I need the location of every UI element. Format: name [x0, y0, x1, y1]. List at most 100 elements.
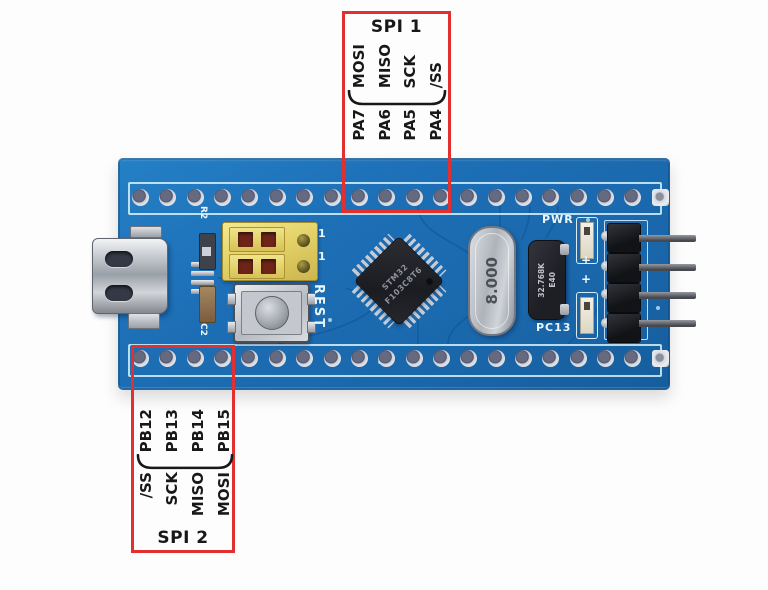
pin-hole: [569, 189, 587, 206]
spi1-annotation-box: [342, 11, 451, 213]
pin-label: PA4: [426, 109, 445, 141]
pin-hole: [323, 189, 341, 206]
pin-label: PA5: [401, 109, 420, 141]
reset-button: [227, 283, 316, 343]
boot-jumper-block: [222, 222, 318, 281]
pin-label: PB15: [215, 408, 233, 452]
signal-label: MISO: [375, 43, 394, 88]
signal-label: /SS: [137, 472, 155, 499]
pc13-silkscreen-label: PC13: [536, 321, 572, 334]
usb-mount-tab: [128, 313, 160, 329]
spi2-pin-labels: PB12 PB13 PB14 PB15: [136, 406, 234, 452]
pin-label: PA7: [350, 109, 368, 141]
signal-label: MOSI: [215, 472, 233, 517]
top-pin-row: [132, 189, 669, 206]
spi1-signal-labels: MOSI MISO SCK /SS: [349, 36, 446, 88]
pin-hole: [624, 350, 642, 367]
boot1-pin1-label: 1: [318, 250, 326, 263]
pin-hole: [159, 189, 177, 206]
pin-hole: [597, 350, 615, 367]
pin-hole: [569, 350, 587, 367]
pin-hole: [186, 189, 204, 206]
pin-hole: [323, 350, 341, 367]
pin-hole: [624, 189, 642, 206]
pin-hole: [378, 189, 396, 206]
usb-shell-hole: [105, 285, 133, 301]
pin-label: PB14: [189, 408, 207, 452]
signal-label: MOSI: [350, 43, 368, 88]
pin-hole: [214, 189, 232, 206]
crystal-marking: 8.000: [483, 257, 501, 305]
c2-silkscreen-label: C2: [198, 323, 208, 336]
pin-hole: [542, 350, 560, 367]
pc13-led: [576, 292, 598, 339]
pin-hole: [350, 350, 368, 367]
pin-hole: [432, 350, 450, 367]
polarity-plus-mark: +: [581, 253, 592, 267]
pin-hole: [214, 350, 232, 367]
pwr-led: [576, 217, 598, 264]
pin-hole: [268, 350, 286, 367]
main-crystal-8mhz: 8.000: [468, 226, 516, 336]
pin-hole: [597, 189, 615, 206]
signal-label: SCK: [163, 472, 181, 506]
smd-capacitor: [199, 286, 216, 323]
pin-hole: [132, 189, 149, 206]
jumper-post: [297, 234, 310, 247]
spi1-brace: [347, 90, 447, 106]
spi2-signal-labels: /SS SCK MISO MOSI: [136, 472, 234, 530]
pin-hole: [460, 350, 478, 367]
pin-hole: [542, 189, 560, 206]
pin-hole: [515, 189, 533, 206]
pin-hole: [651, 189, 669, 206]
signal-label: SCK: [401, 54, 420, 88]
jumper-post: [297, 260, 310, 273]
header-pin-housing: [608, 224, 640, 252]
rtc-crystal-32768: 32.768K E40: [528, 240, 569, 320]
usb-pin: [191, 271, 214, 276]
pin-label: PB12: [137, 408, 155, 452]
smd-resistor: [199, 233, 216, 270]
usb-mount-tab: [130, 226, 162, 238]
polarity-plus-mark: +: [581, 272, 592, 286]
signal-label: /SS: [426, 61, 445, 88]
jumper-cap: [229, 227, 285, 252]
header-pin: [639, 292, 696, 299]
reset-silkscreen-label: REST: [311, 284, 326, 330]
pin-hole: [487, 189, 505, 206]
header-pin-housing: [608, 314, 640, 342]
header-pin-housing: [608, 284, 640, 312]
pin-hole: [432, 189, 450, 206]
pin-hole: [405, 350, 423, 367]
pin-hole: [651, 350, 669, 367]
pin-hole: [268, 189, 286, 206]
pin-hole: [460, 189, 478, 206]
pin-hole: [350, 189, 368, 206]
r2-silkscreen-label: R2: [198, 206, 208, 220]
pin-hole: [378, 350, 396, 367]
pin-hole: [241, 189, 259, 206]
pin-hole: [241, 350, 259, 367]
header-pin: [639, 320, 696, 327]
usb-shell-hole: [105, 251, 133, 267]
pin-hole: [296, 350, 314, 367]
header-pin: [639, 264, 696, 271]
pin-hole: [186, 350, 204, 367]
spi1-pin-labels: PA7 PA6 PA5 PA4: [349, 109, 446, 153]
bottom-pin-row: [132, 350, 669, 367]
bluepill-board: R2 C2 1 1 REST: [92, 158, 696, 390]
jumper-cap: [229, 254, 285, 279]
pin-hole: [515, 350, 533, 367]
header-pin: [639, 235, 696, 242]
micro-usb-connector: [92, 238, 168, 314]
usb-pin: [191, 280, 214, 285]
pin-hole: [487, 350, 505, 367]
pin-hole: [159, 350, 177, 367]
pin-label: PA6: [375, 109, 394, 141]
pin-hole: [296, 189, 314, 206]
signal-label: MISO: [189, 472, 207, 517]
pin-hole: [405, 189, 423, 206]
boot0-pin1-label: 1: [318, 227, 326, 240]
pin-hole: [132, 350, 149, 367]
pwr-silkscreen-label: PWR: [542, 213, 574, 226]
